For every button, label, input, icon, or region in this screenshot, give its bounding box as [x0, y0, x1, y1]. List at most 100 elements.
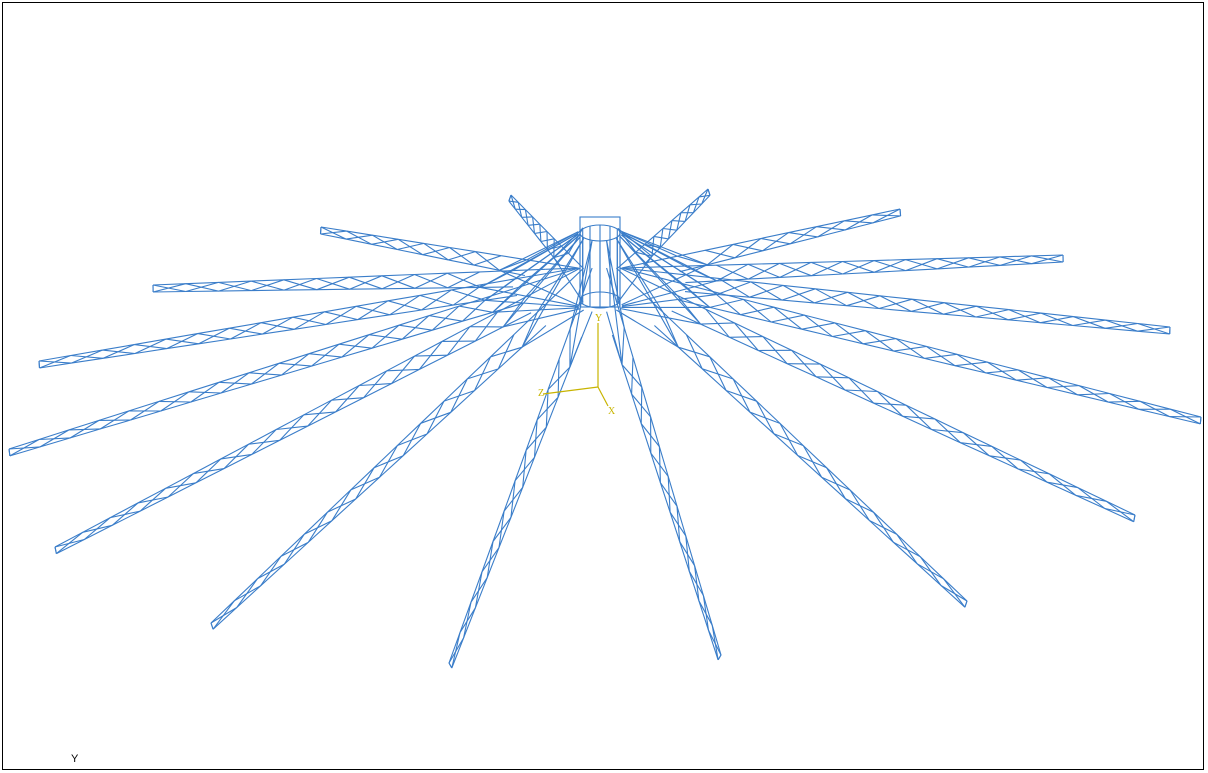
top-chord: [1077, 487, 1107, 502]
core-connector: [569, 240, 593, 329]
top-chord: [398, 315, 430, 326]
top-chord: [1073, 316, 1106, 321]
top-chord: [936, 257, 969, 260]
bottom-chord: [821, 476, 846, 500]
web-diagonal: [39, 429, 70, 448]
web-diagonal: [236, 578, 259, 608]
web-diagonal: [1048, 473, 1077, 496]
truss-arm[interactable]: [54, 236, 581, 555]
top-chord: [539, 223, 548, 232]
top-chord: [905, 258, 938, 261]
top-chord: [919, 556, 944, 580]
truss-arm[interactable]: [210, 238, 585, 630]
web-diagonal: [311, 343, 340, 367]
web-diagonal: [896, 534, 918, 565]
core-connector: [569, 311, 593, 368]
web-diagonal: [522, 450, 527, 488]
top-chord: [1106, 500, 1136, 516]
top-chord: [292, 311, 325, 318]
web-diagonal: [662, 227, 677, 231]
bottom-chord: [160, 401, 192, 412]
truss-arm[interactable]: [508, 194, 584, 303]
truss-arm[interactable]: [619, 236, 1136, 523]
bottom-chord: [414, 287, 448, 289]
top-chord: [760, 232, 789, 240]
bottom-chord: [707, 257, 736, 266]
bottom-chord: [514, 208, 523, 218]
web-diagonal: [810, 261, 843, 275]
top-chord: [165, 473, 194, 489]
bottom-chord: [1072, 324, 1106, 329]
top-chord: [999, 255, 1032, 258]
bottom-chord: [1046, 481, 1077, 496]
web-diagonal: [463, 602, 472, 639]
bottom-chord: [294, 323, 327, 330]
web-diagonal: [815, 288, 847, 307]
top-chord: [635, 243, 646, 253]
bottom-chord: [679, 541, 690, 572]
truss-arm[interactable]: [8, 234, 580, 457]
bottom-chord: [448, 259, 474, 266]
top-chord: [414, 340, 443, 357]
bottom-chord: [1105, 327, 1138, 332]
web-diagonal: [71, 349, 103, 364]
truss-arm[interactable]: [38, 233, 579, 369]
bottom-chord: [421, 304, 454, 311]
bottom-chord: [379, 455, 404, 478]
bottom-chord: [262, 328, 295, 335]
web-diagonal: [685, 535, 690, 572]
web-diagonal: [307, 511, 328, 543]
bottom-chord: [878, 307, 912, 312]
bottom-chord: [521, 216, 529, 226]
web-diagonal: [911, 298, 944, 315]
top-chord: [641, 386, 652, 417]
bottom-chord: [668, 229, 678, 240]
top-chord: [820, 363, 850, 379]
bottom-chord: [371, 243, 398, 251]
top-chord: [479, 270, 513, 273]
web-diagonal: [1109, 393, 1140, 410]
top-chord: [483, 278, 515, 285]
top-chord: [963, 432, 993, 447]
core-connector: [606, 240, 623, 365]
core-connector: [619, 236, 702, 325]
truss-arm[interactable]: [606, 240, 722, 661]
web-diagonal: [474, 311, 498, 342]
top-chord: [653, 265, 686, 268]
bottom-chord: [698, 600, 710, 631]
web-diagonal: [976, 305, 1009, 321]
bottom-chord: [9, 446, 41, 457]
web-diagonal: [1073, 316, 1106, 329]
web-diagonal: [844, 220, 874, 224]
truss-arm[interactable]: [152, 232, 579, 307]
top-chord: [70, 349, 103, 357]
truss-arm[interactable]: [319, 226, 579, 306]
truss-arm[interactable]: [621, 232, 1064, 307]
web-diagonal: [307, 399, 332, 427]
truss-wireframe-model[interactable]: Y Z X: [3, 3, 1204, 770]
web-diagonal: [421, 289, 452, 311]
bottom-chord: [462, 311, 493, 322]
top-chord: [671, 212, 682, 222]
web-diagonal: [510, 480, 516, 518]
top-chord: [386, 355, 415, 372]
truss-arm[interactable]: [621, 233, 1171, 335]
top-chord: [316, 276, 350, 280]
bottom-chord: [700, 323, 730, 338]
top-chord: [991, 445, 1021, 461]
web-diagonal: [802, 445, 823, 478]
bottom-chord: [357, 314, 390, 321]
truss-arm[interactable]: [448, 240, 593, 669]
web-diagonal: [422, 246, 450, 256]
core-connector: [617, 227, 637, 253]
top-chord: [525, 209, 533, 218]
top-chord: [956, 353, 988, 363]
web-diagonal: [185, 281, 219, 293]
truss-arm[interactable]: [621, 208, 902, 306]
web-diagonal: [1017, 369, 1048, 388]
bottom-chord: [701, 368, 727, 391]
bottom-chord: [684, 212, 694, 222]
web-diagonal: [991, 445, 1019, 470]
corner-axis-label: Y: [71, 753, 79, 765]
